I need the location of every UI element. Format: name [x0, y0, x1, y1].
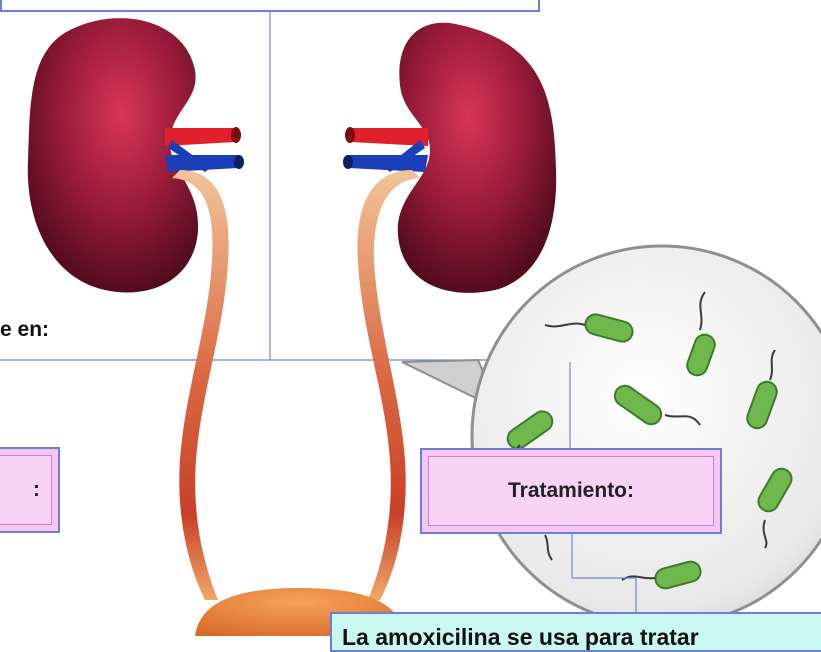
- bottom-text-box: La amoxicilina se usa para tratar: [330, 612, 821, 652]
- urinary-system-illustration: [0, 0, 821, 636]
- treatment-label: Tratamiento:: [422, 479, 720, 503]
- top-box: [0, 0, 540, 12]
- treatment-box: Tratamiento:: [420, 448, 722, 534]
- bottom-text: La amoxicilina se usa para tratar: [342, 624, 699, 651]
- partial-label: e en:: [0, 318, 49, 342]
- left-kidney: [28, 18, 244, 600]
- left-pink-box: :: [0, 447, 60, 533]
- bacteria-magnifier: [402, 246, 821, 626]
- left-pink-box-label: :: [0, 478, 58, 502]
